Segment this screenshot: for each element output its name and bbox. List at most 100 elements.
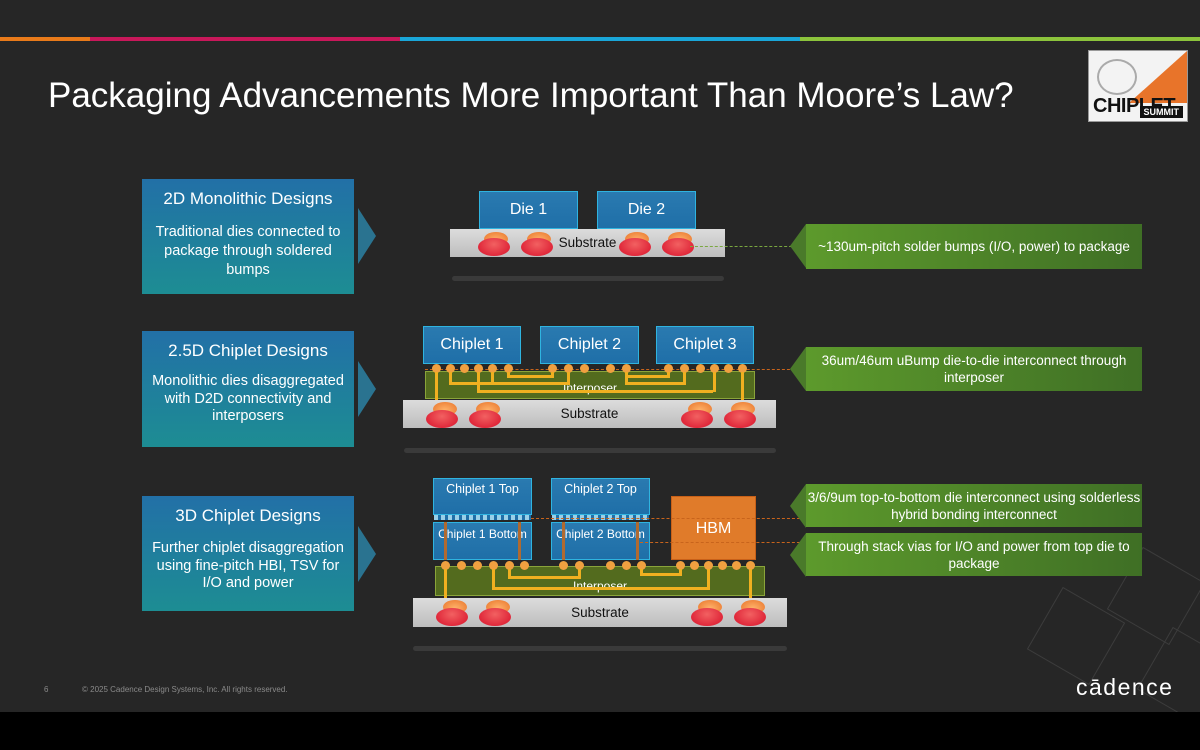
chevron-left-icon [790, 484, 806, 528]
substrate-label: Substrate [560, 406, 619, 421]
ubump [696, 364, 705, 373]
solder-bump [724, 410, 756, 428]
chiplet-2: Chiplet 2 [540, 326, 639, 364]
row-25d-label-box: 2.5D Chiplet Designs Monolithic dies dis… [142, 331, 354, 447]
interposer-3d: Interposer [435, 566, 765, 596]
chiplet-1-bottom: Chiplet 1 Bottom [433, 522, 532, 560]
ubump [564, 364, 573, 373]
solder-bump [521, 238, 553, 256]
row-3d-heading: 3D Chiplet Designs [175, 506, 321, 525]
ubump [606, 364, 615, 373]
trace [444, 569, 447, 599]
ubump [446, 364, 455, 373]
chiplet-1-bottom-label: Chiplet 1 Bottom [438, 527, 527, 541]
ubump [637, 561, 646, 570]
trace [508, 576, 581, 579]
substrate-25d: Substrate [403, 400, 776, 428]
tsv [562, 522, 565, 560]
shadow [452, 276, 724, 281]
trace [713, 372, 716, 392]
hbm-stack: HBM [671, 496, 756, 560]
chiplet-1: Chiplet 1 [423, 326, 521, 364]
die-1: Die 1 [479, 191, 578, 229]
globe-icon [1097, 59, 1137, 95]
trace [667, 372, 670, 377]
callout-2d: ~130um-pitch solder bumps (I/O, power) t… [806, 224, 1142, 269]
hybrid-bond-layer [434, 515, 531, 520]
interposer-label: Interposer [572, 579, 628, 593]
ubump [746, 561, 755, 570]
ubump [457, 561, 466, 570]
trace [449, 372, 452, 384]
ubump [724, 364, 733, 373]
chiplet-3: Chiplet 3 [656, 326, 754, 364]
tsv [518, 522, 521, 560]
substrate-label: Substrate [571, 605, 629, 620]
tsv [444, 522, 447, 560]
tsv [636, 522, 639, 560]
stripe-orange [0, 37, 90, 41]
row-3d-description: Further chiplet disaggregation using fin… [152, 540, 344, 591]
chevron-right-icon [358, 208, 376, 264]
chevron-right-icon [358, 526, 376, 582]
slide: Packaging Advancements More Important Th… [0, 0, 1200, 712]
trace [507, 372, 510, 377]
row-2d-heading: 2D Monolithic Designs [163, 189, 333, 208]
ubump [575, 561, 584, 570]
solder-bump [691, 608, 723, 626]
ubump [680, 364, 689, 373]
ubump [738, 364, 747, 373]
ubump [559, 561, 568, 570]
callout-25d: 36um/46um uBump die-to-die interconnect … [806, 347, 1142, 391]
chevron-left-icon [790, 347, 806, 391]
ubump [432, 364, 441, 373]
ubump [676, 561, 685, 570]
callout-3d-hybrid-bonding: 3/6/9um top-to-bottom die interconnect u… [806, 484, 1142, 527]
ubump [664, 364, 673, 373]
chiplet-2-top: Chiplet 2 Top [551, 478, 650, 515]
ubump [473, 561, 482, 570]
trace [491, 382, 570, 385]
callout-leader [531, 518, 805, 519]
chiplet-summit-logo: CHIPLET SUMMIT [1088, 50, 1188, 122]
ubump [488, 364, 497, 373]
solder-bump [734, 608, 766, 626]
trace [683, 372, 686, 384]
ubump [505, 561, 514, 570]
trace [477, 390, 713, 393]
chevron-right-icon [358, 361, 376, 417]
stripe-red [0, 37, 400, 41]
page-number: 6 [44, 685, 49, 694]
ubump [474, 364, 483, 373]
die-2: Die 2 [597, 191, 696, 229]
solder-bump [478, 238, 510, 256]
trace [508, 569, 511, 579]
solder-bump [469, 410, 501, 428]
copyright: © 2025 Cadence Design Systems, Inc. All … [82, 685, 288, 694]
trace [435, 372, 438, 402]
logo-sub: SUMMIT [1139, 106, 1183, 118]
stripe-blue [400, 37, 800, 41]
trace [707, 569, 710, 589]
solder-bump [662, 238, 694, 256]
ubump [606, 561, 615, 570]
ubump [489, 561, 498, 570]
ubump [710, 364, 719, 373]
ubump [622, 364, 631, 373]
row-25d-heading: 2.5D Chiplet Designs [168, 341, 328, 360]
chiplet-2-bottom: Chiplet 2 Bottom [551, 522, 650, 560]
cadence-logo: cādence [1076, 674, 1174, 700]
shadow [413, 646, 787, 651]
ubump [548, 364, 557, 373]
ubump [732, 561, 741, 570]
row-2d-description: Traditional dies connected to package th… [155, 224, 341, 278]
substrate-3d: Substrate [413, 598, 787, 627]
solder-bump [436, 608, 468, 626]
trace [679, 569, 682, 575]
bottom-letterbox [0, 712, 1200, 750]
ubump [690, 561, 699, 570]
trace [507, 375, 554, 378]
ubump [580, 364, 589, 373]
trace [492, 587, 710, 590]
ubump [718, 561, 727, 570]
